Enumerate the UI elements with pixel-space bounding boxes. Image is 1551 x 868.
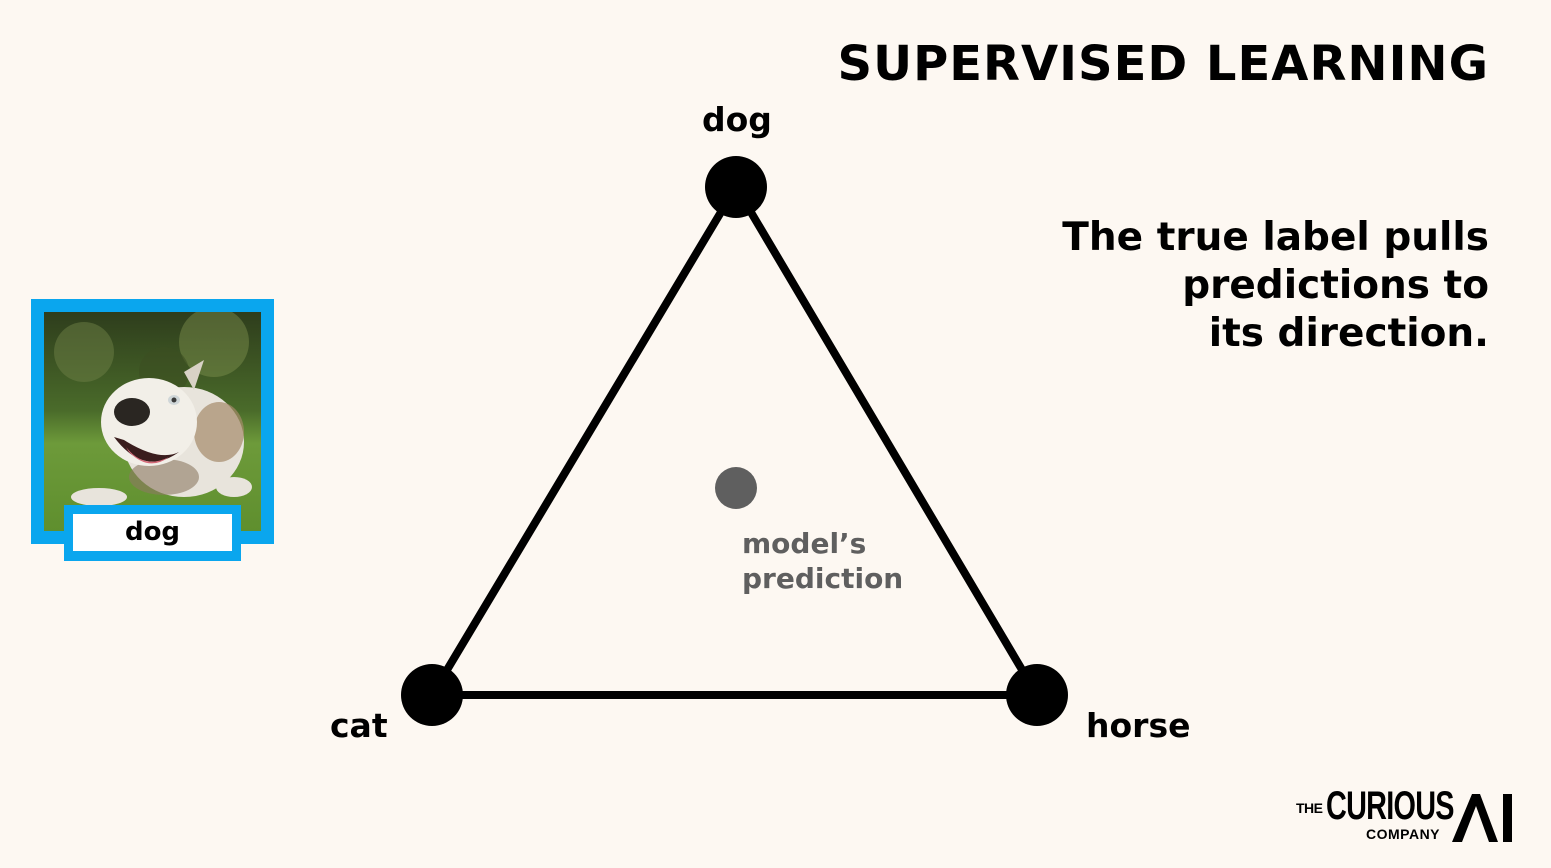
vertex-horse <box>1006 664 1068 726</box>
vertex-cat <box>401 664 463 726</box>
logo-the-text: THE <box>1296 800 1323 816</box>
subtitle-line: its direction. <box>1208 311 1489 356</box>
dog-photo-illustration <box>44 312 261 531</box>
prediction-label-line: model’s <box>742 527 867 560</box>
subtitle-line: predictions to <box>1182 263 1489 308</box>
true-label-text: dog <box>73 514 232 551</box>
slide-subtitle: The true label pulls predictions to its … <box>969 214 1489 358</box>
example-photo-card <box>31 299 274 544</box>
triangle-edges <box>428 183 1041 699</box>
prediction-point <box>715 467 757 509</box>
prediction-label: model’s prediction <box>742 526 903 596</box>
logo-company-text: COMPANY <box>1366 826 1441 842</box>
vertex-label-horse: horse <box>1086 706 1191 745</box>
vertex-dog <box>705 156 767 218</box>
logo-curious-text: CURIOUS <box>1326 784 1454 828</box>
slide-title: SUPERVISED LEARNING <box>837 36 1489 92</box>
subtitle-line: The true label pulls <box>1062 215 1489 260</box>
true-label-tag: dog <box>64 505 241 561</box>
dog-photo <box>44 312 261 531</box>
vertex-label-cat: cat <box>330 706 388 745</box>
vertex-label-dog: dog <box>702 100 772 139</box>
logo-ai-mark <box>1452 794 1512 842</box>
company-logo: THE CURIOUS COMPANY <box>1296 784 1516 846</box>
prediction-label-line: prediction <box>742 562 904 595</box>
